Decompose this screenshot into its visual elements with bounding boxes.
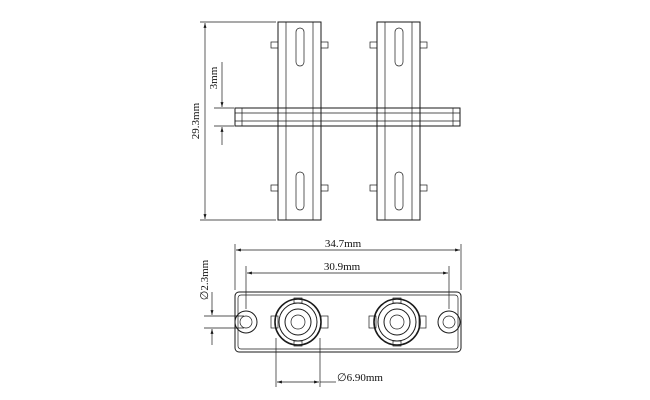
- dimension-connector-diameter: ∅6.90mm: [275, 338, 383, 387]
- dimension-hole-spacing-label: 30.9mm: [324, 261, 361, 273]
- dimension-height-total: 29.3mm: [190, 21, 276, 221]
- left-connector-plan: [270, 297, 329, 347]
- dimension-width-total: 34.7mm: [234, 238, 462, 290]
- dimension-height-total-label: 29.3mm: [190, 102, 202, 139]
- flange-plate-side: [234, 107, 461, 127]
- dimension-hole-diameter-label: ∅2.3mm: [199, 259, 211, 300]
- mounting-hole-left: [234, 310, 258, 334]
- dimension-hole-diameter: ∅2.3mm: [199, 259, 244, 345]
- mounting-hole-right: [437, 310, 461, 334]
- flange-plate-plan: [234, 291, 462, 353]
- dimension-flange-thickness-label: 3mm: [208, 66, 220, 89]
- right-connector-plan: [368, 297, 427, 347]
- dimension-hole-spacing: 30.9mm: [245, 261, 450, 309]
- dimension-flange-thickness: 3mm: [208, 62, 234, 145]
- front-view: 29.3mm 3mm: [190, 21, 461, 221]
- dimension-connector-diameter-label: ∅6.90mm: [337, 372, 383, 384]
- dimension-width-total-label: 34.7mm: [325, 238, 362, 250]
- plan-view: 34.7mm 30.9mm ∅2.3mm ∅6.90mm: [199, 238, 462, 387]
